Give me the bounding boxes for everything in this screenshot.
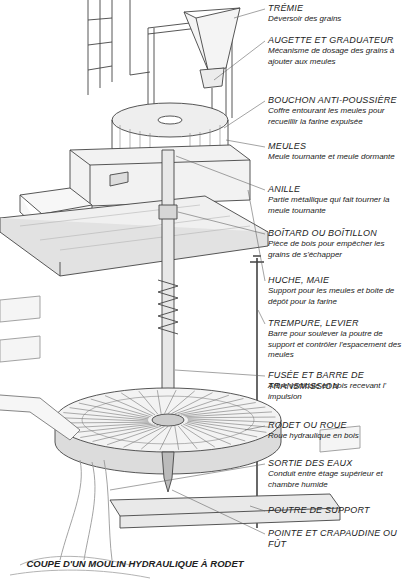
floor-edge (0, 218, 268, 276)
wheel-blade (60, 418, 148, 421)
wall (88, 0, 112, 95)
part-description: Pièce de bois pour empêcher les grains d… (268, 239, 408, 260)
wheel-blade (185, 423, 245, 441)
leader-line (214, 41, 265, 80)
wheel-blade (157, 390, 161, 414)
part-description: Partie métallique qui fait tourner la me… (268, 195, 408, 216)
leader-line (175, 370, 265, 376)
part-description: Arbre verticale en bois recevant l' impu… (268, 381, 408, 402)
wheel-blade (187, 417, 276, 419)
wheel-hub (152, 414, 184, 426)
part-name: RODET OU ROUE (268, 420, 408, 431)
leader-line (178, 212, 265, 234)
hopper (184, 8, 240, 70)
part-name: BOÎTARD OU BOÎTILLON (268, 228, 408, 239)
shaft-coil (158, 280, 178, 334)
part-description: Mécanisme de dosage des grains à ajouter… (268, 46, 408, 67)
part-name: ANILLE (268, 184, 408, 195)
part-name: HUCHE, MAIE (268, 275, 408, 286)
part-name: TRÉMIE (268, 3, 408, 14)
wheel-blade (91, 399, 151, 417)
wheel-blade (107, 426, 161, 445)
part-name: TREMPURE, LEVIER (268, 318, 408, 329)
leader-line (234, 9, 265, 18)
leader-line (245, 426, 265, 430)
bush (159, 205, 177, 219)
wheel-blade (168, 391, 195, 414)
part-description: Meule tournante et meule dormante (268, 152, 408, 163)
part-name: POUTRE DE SUPPORT (268, 505, 408, 516)
floor-planks (20, 205, 250, 250)
part-description: Roue hydraulique en bois (268, 431, 408, 442)
wheel-blade (63, 413, 148, 420)
wall-corner (130, 0, 150, 75)
part-name: BOUCHON ANTI-POUSSIÈRE (268, 95, 408, 106)
leader-line (110, 464, 265, 490)
wheel-blades (60, 390, 275, 450)
leader-line (258, 310, 265, 324)
water-chute (0, 395, 80, 440)
wheel-blade (160, 426, 172, 450)
part-description: Barre pour soulever la poutre de support… (268, 329, 408, 361)
wheel-blade (165, 390, 177, 414)
wheel-blade (188, 419, 276, 422)
meal-chest (70, 145, 250, 206)
wheel-blade (181, 425, 215, 447)
wheel-blade (188, 420, 273, 427)
millstone-top (112, 103, 228, 137)
wheel-blade (79, 403, 149, 418)
millstone-eye (158, 116, 182, 124)
part-description: Coffre entourant les meules pour recueil… (268, 106, 408, 127)
wheel-blade (185, 412, 272, 417)
part-name: POINTE ET CRAPAUDINE OU FÛT (268, 528, 408, 550)
wheel-top (55, 388, 281, 452)
wheel-blade (175, 395, 229, 414)
wheel-blade (175, 426, 179, 450)
water-outflow (60, 460, 112, 560)
part-name: SORTIE DES EAUX (268, 458, 408, 469)
wheel-blade (61, 422, 150, 424)
caption: COUPE D'UN MOULIN HYDRAULIQUE À RODET (0, 558, 270, 570)
part-description: Déversoir des grains (268, 14, 408, 25)
leader-line (172, 490, 265, 534)
part-name: MEULES (268, 141, 408, 152)
flour-spout (110, 172, 128, 186)
wheel-blade (139, 391, 158, 414)
part-name: AUGETTE ET GRADUATEUR (268, 35, 408, 46)
leader-line (176, 156, 265, 190)
leader-line (250, 506, 265, 511)
lever-rod (250, 256, 264, 528)
part-description: Support pour les meules et boite de dépô… (268, 286, 408, 307)
wheel-blade (121, 393, 155, 415)
leader-line (248, 190, 265, 281)
leader-lines (110, 9, 265, 534)
wheel-blade (105, 396, 153, 416)
part-description: Conduit entre étage supérieur et chambre… (268, 469, 408, 490)
wheel-blade (178, 426, 197, 449)
wheel-blade (141, 427, 168, 450)
feed-trough (200, 68, 224, 112)
leader-line (224, 101, 265, 128)
wheel-inner (82, 396, 254, 444)
leader-line (226, 140, 265, 147)
wheel-blade (183, 424, 231, 444)
pivot (162, 452, 174, 492)
